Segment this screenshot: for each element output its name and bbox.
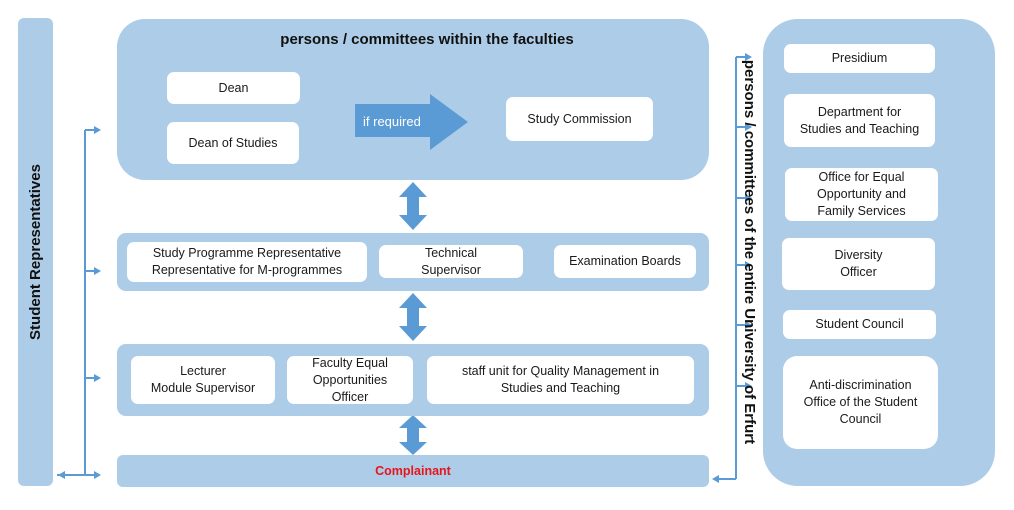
lecturer-box: Lecturer Module Supervisor [131, 356, 275, 404]
diversity-officer-box: Diversity Officer [782, 238, 935, 290]
study-commission-box: Study Commission [506, 97, 653, 141]
study-programme-representative-box: Study Programme Representative Represent… [127, 242, 367, 282]
anti-discrimination-office-box: Anti-discrimination Office of the Studen… [783, 356, 938, 449]
student-representatives-bar [18, 18, 53, 486]
right-connector [718, 56, 746, 480]
left-connector [57, 129, 95, 476]
double-arrow-icon [399, 293, 427, 341]
technical-supervisor-box: Technical Supervisor [379, 245, 523, 278]
if-required-label: if required [363, 114, 421, 129]
university-panel-title: persons / committees of the entire Unive… [741, 59, 759, 445]
double-arrow-icon [399, 415, 427, 455]
double-arrow-icon [399, 182, 427, 230]
complainant-label: Complainant [375, 464, 451, 478]
department-studies-teaching-box: Department for Studies and Teaching [784, 94, 935, 147]
presidium-box: Presidium [784, 44, 935, 73]
faculty-panel-title: persons / committees within the facultie… [280, 31, 574, 48]
quality-management-box: staff unit for Quality Management in Stu… [427, 356, 694, 404]
if-required-arrow [355, 94, 468, 150]
student-council-box: Student Council [783, 310, 936, 339]
faculty-equal-opportunities-box: Faculty Equal Opportunities Officer [287, 356, 413, 404]
complainant-bar: Complainant [117, 455, 709, 487]
equal-opportunity-office-box: Office for Equal Opportunity and Family … [785, 168, 938, 221]
dean-of-studies-box: Dean of Studies [167, 122, 299, 164]
dean-box: Dean [167, 72, 300, 104]
examination-boards-box: Examination Boards [554, 245, 696, 278]
